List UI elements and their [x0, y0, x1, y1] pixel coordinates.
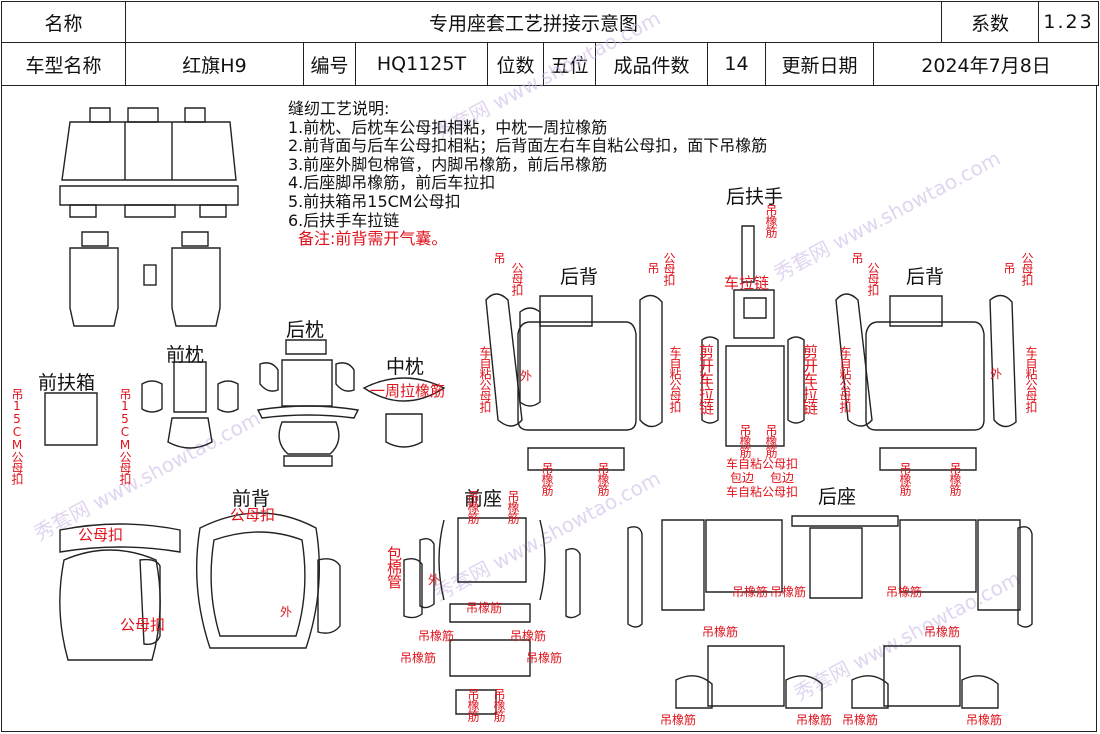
- note-item: 3.前座外脚包棉管，内脚吊橡筋，前后吊橡筋: [288, 154, 608, 174]
- page-title: 专用座套工艺拼接示意图: [124, 1, 943, 43]
- label-rear-back-left: 后背: [560, 266, 599, 288]
- annotation-snap: 公母扣: [662, 252, 676, 285]
- notes-remark: 备注:前背需开气囊。: [298, 229, 448, 249]
- annotation-hang: 吊: [646, 262, 660, 273]
- annotation-self-adhesive: 车自粘公母扣: [1024, 346, 1038, 412]
- annotation-self-adhesive: 车自粘公母扣: [838, 346, 852, 412]
- annotation-hang-elastic: 吊橡筋: [596, 462, 610, 495]
- annotation-elastic: 吊橡筋: [466, 601, 503, 615]
- annotation-hang: 吊: [1002, 262, 1016, 273]
- annotation-outside: 外: [990, 367, 1003, 381]
- date-label: 更新日期: [765, 42, 874, 86]
- annotation-hang15: 吊15CM公母扣: [118, 388, 132, 484]
- annotation-wrap-edge: 包边: [730, 471, 755, 485]
- note-item: 5.前扶箱吊15CM公母扣: [288, 191, 461, 211]
- annotation-elastic: 吊橡筋: [732, 585, 769, 599]
- pieces-label: 成品件数: [595, 42, 708, 86]
- note-item: 2.前背面与后车公母扣相粘；后背面左右车自粘公母扣，面下吊橡筋: [288, 136, 768, 156]
- label-rear-pillow: 后枕: [286, 319, 325, 341]
- annotation-hang-elastic: 吊橡筋: [492, 688, 506, 721]
- annotation-hang15: 吊15CM公母扣: [10, 388, 24, 484]
- annotation-wrap-edge: 包边: [770, 471, 795, 485]
- annotation-elastic: 吊橡筋: [702, 625, 739, 639]
- annotation-hang: 吊: [492, 252, 506, 263]
- annotation-elastic: 吊橡筋: [924, 625, 961, 639]
- annotation-hang-elastic: 吊橡筋: [898, 462, 912, 495]
- date-value: 2024年7月8日: [872, 42, 1100, 86]
- label-front-armbox: 前扶箱: [38, 372, 96, 394]
- annotation-elastic: 吊橡筋: [886, 585, 923, 599]
- note-item: 6.后扶手车拉链: [288, 210, 400, 230]
- label-rear-seat: 后座: [818, 486, 857, 508]
- sewing-notes: 缝纫工艺说明: 1.前枕、后枕车公母扣相粘，中枕一周拉橡筋 2.前背面与后车公母…: [288, 99, 768, 249]
- annotation-snap: 公母扣: [1020, 252, 1034, 285]
- annotation-elastic: 吊橡筋: [796, 713, 833, 727]
- annotation-self-snap: 车自粘公母扣: [726, 457, 799, 471]
- annotation-snap: 公母扣: [510, 262, 524, 295]
- annotation-outside: 外: [520, 369, 533, 383]
- label-rear-armrest: 后扶手: [726, 186, 784, 208]
- annotation-hang-elastic: 吊橡筋: [948, 462, 962, 495]
- annotation-hang: 吊: [850, 252, 864, 263]
- annotation-snap: 公母扣: [78, 526, 124, 544]
- label-front-back: 前背: [232, 488, 271, 510]
- annotation-elastic: 吊橡筋: [400, 651, 437, 665]
- annotation-hang-elastic: 吊橡筋: [540, 462, 554, 495]
- annotation-self-snap: 车自粘公母扣: [726, 485, 799, 499]
- notes-heading: 缝纫工艺说明:: [288, 99, 390, 118]
- annotation-outside: 外: [428, 573, 441, 587]
- annotation-hang-elastic: 吊橡筋: [764, 204, 778, 237]
- annotation-elastic: 吊橡筋: [418, 629, 455, 643]
- header-table: 名称 专用座套工艺拼接示意图 系数 1.23 车型名称 红旗H9 编号 HQ11…: [1, 1, 1100, 86]
- annotation-snap: 公母扣: [120, 616, 166, 634]
- annotation-cut-zipper: 剪开车拉链: [697, 344, 715, 414]
- annotation-elastic: 吊橡筋: [966, 713, 1003, 727]
- annotation-snap: 公母扣: [230, 506, 276, 524]
- note-item: 1.前枕、后枕车公母扣相粘，中枕一周拉橡筋: [288, 117, 608, 137]
- pieces-value: 14: [707, 42, 766, 86]
- annotation-wrap: 包棉管: [385, 546, 403, 588]
- annotation-hang-elastic: 吊橡筋: [738, 424, 752, 457]
- name-label: 名称: [1, 1, 126, 43]
- coef-value: 1.23: [1038, 1, 1100, 43]
- code-label: 编号: [303, 42, 356, 86]
- annotation-zipper: 车拉链: [724, 274, 770, 292]
- note-item: 4.后座脚吊橡筋，前后车拉扣: [288, 173, 496, 193]
- annotation-self-adhesive: 车自粘公母扣: [668, 346, 682, 412]
- label-rear-back-right: 后背: [906, 266, 945, 288]
- annotation-elastic: 吊橡筋: [526, 651, 563, 665]
- code-value: HQ1125T: [355, 42, 488, 86]
- drawing-area: [1, 86, 1097, 732]
- annotation-snap: 公母扣: [866, 262, 880, 295]
- annotation-elastic: 吊橡筋: [510, 629, 547, 643]
- annotation-cut-zipper: 剪开车拉链: [801, 344, 819, 414]
- annotation-elastic: 吊橡筋: [660, 713, 697, 727]
- label-front-pillow: 前枕: [166, 344, 205, 366]
- annotation-hang-elastic: 吊橡筋: [466, 688, 480, 721]
- annotation-outside: 外: [280, 605, 293, 619]
- annotation-hang-elastic: 吊橡筋: [466, 490, 480, 523]
- seats-value: 五位: [543, 42, 596, 86]
- annotation-hang-elastic: 吊橡筋: [764, 424, 778, 457]
- label-front-seat: 前座: [464, 488, 503, 510]
- label-mid-pillow: 中枕: [386, 356, 425, 378]
- annotation-elastic-round: 一周拉橡筋: [370, 382, 446, 400]
- annotation-hang-elastic: 吊橡筋: [506, 490, 520, 523]
- annotation-self-adhesive: 车自粘公母扣: [478, 346, 492, 412]
- seats-label: 位数: [487, 42, 544, 86]
- annotation-elastic: 吊橡筋: [842, 713, 879, 727]
- annotation-elastic: 吊橡筋: [770, 585, 807, 599]
